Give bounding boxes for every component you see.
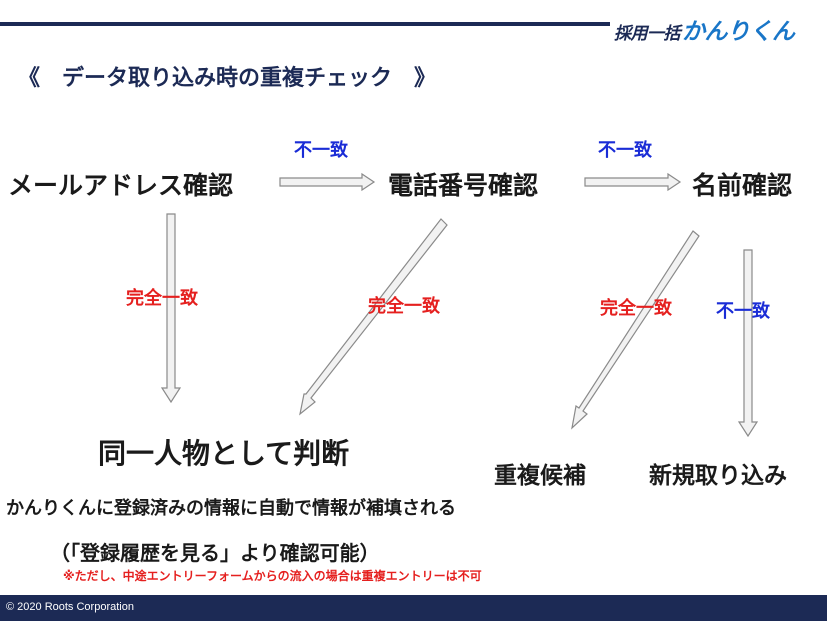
arrow-name-to-new [737,249,759,438]
arrow-phone-to-name [584,172,682,192]
node-same-person: 同一人物として判断 [98,437,350,470]
label-match-3: 完全一致 [600,298,672,319]
caveat-note: ※ただし、中途エントリーフォームからの流入の場合は重複エントリーは不可 [63,569,482,583]
logo-text-part1: 採用一括 [614,24,681,44]
node-name-check: 名前確認 [692,171,793,200]
header-rule [0,22,610,26]
arrow-email-to-same [160,213,182,404]
history-note: （「登録履歴を見る」より確認可能） [50,541,380,565]
label-mismatch-1: 不一致 [294,140,348,161]
label-match-1: 完全一致 [126,288,198,309]
logo-text-part2: かんりくん [682,19,795,45]
node-duplicate-candidate: 重複候補 [494,463,586,489]
footer-bar: © 2020 Roots Corporation [0,595,827,621]
label-match-2: 完全一致 [368,296,440,317]
copyright-text: © 2020 Roots Corporation [6,601,134,613]
node-new-import: 新規取り込み [649,463,787,489]
arrow-phone-to-same [299,218,448,416]
brand-logo: 採用一括 かんりくん [614,12,795,45]
autofill-note: かんりくんに登録済みの情報に自動で情報が補填される [6,498,456,519]
arrow-email-to-phone [279,172,376,192]
slide-title: 《 データ取り込み時の重複チェック 》 [18,66,437,91]
node-phone-check: 電話番号確認 [388,171,539,200]
node-email-check: メールアドレス確認 [8,171,234,200]
label-mismatch-2: 不一致 [598,140,652,161]
arrow-name-to-duplicate [571,230,700,430]
label-mismatch-3: 不一致 [716,301,770,322]
